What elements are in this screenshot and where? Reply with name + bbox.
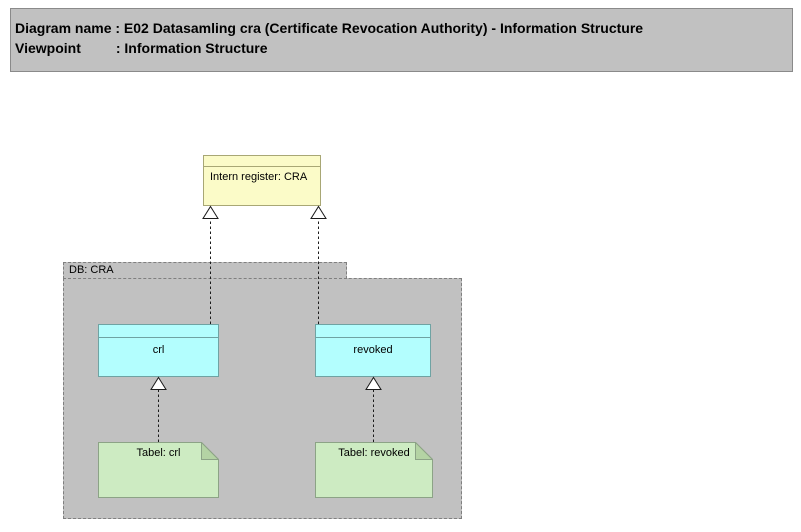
folded-corner-icon — [415, 442, 433, 460]
node-intern-register-cra-label: Intern register: CRA — [210, 171, 308, 183]
realization-arrow-tabel-crl-to-crl[interactable] — [150, 376, 167, 443]
node-intern-register-cra[interactable]: Intern register: CRA — [203, 155, 321, 206]
note-tabel-crl[interactable]: Tabel: crl — [98, 442, 219, 498]
node-crl[interactable]: crl — [98, 324, 219, 377]
entity-top-compartment — [204, 156, 320, 167]
realization-arrow-crl-to-intern-register[interactable] — [202, 205, 219, 325]
grouping-db-cra-label: DB: CRA — [69, 264, 114, 276]
node-revoked-label: revoked — [353, 344, 393, 356]
realization-arrow-tabel-revoked-to-revoked[interactable] — [365, 376, 382, 443]
node-crl-label: crl — [152, 344, 165, 356]
grouping-db-cra-tab[interactable]: DB: CRA — [63, 262, 347, 279]
entity-top-compartment — [99, 325, 218, 338]
folded-corner-icon — [201, 442, 219, 460]
note-body — [98, 442, 219, 498]
diagram-name-line: Diagram name : E02 Datasamling cra (Cert… — [15, 20, 644, 36]
note-tabel-revoked[interactable]: Tabel: revoked — [315, 442, 433, 498]
viewpoint-line: Viewpoint : Information Structure — [15, 40, 268, 56]
note-tabel-crl-label: Tabel: crl — [136, 447, 181, 459]
entity-top-compartment — [316, 325, 430, 338]
node-revoked[interactable]: revoked — [315, 324, 431, 377]
note-body — [315, 442, 433, 498]
diagram-title-block: Diagram name : E02 Datasamling cra (Cert… — [10, 8, 793, 72]
note-shape-svg — [315, 442, 433, 498]
realization-arrow-revoked-to-intern-register[interactable] — [310, 205, 327, 325]
note-tabel-revoked-label: Tabel: revoked — [338, 447, 410, 459]
note-shape-svg — [98, 442, 219, 498]
